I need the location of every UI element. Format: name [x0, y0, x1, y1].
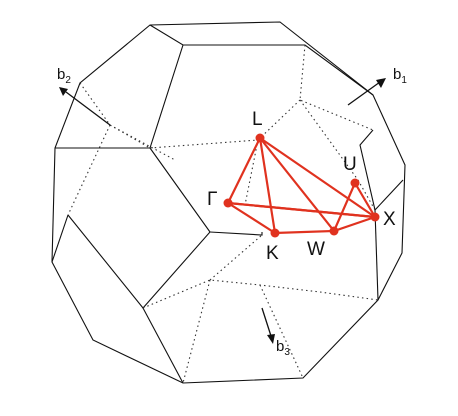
top-front-hexagon: [149, 24, 374, 96]
reciprocal-vectors: b1 b2 b3: [57, 66, 407, 358]
hidden-edges-top-right: [257, 44, 374, 141]
b2-arrow-shaft: [65, 91, 111, 126]
b3-label: b3: [276, 338, 290, 358]
dotted-edges: [67, 44, 379, 384]
label-K: K: [266, 243, 279, 264]
right-lower-edge: [374, 209, 379, 301]
point-labels: L U Γ X K W: [207, 109, 396, 264]
b1-arrow-shaft: [347, 81, 381, 106]
point-K: [270, 228, 280, 238]
path-gamma-x-edge: [226, 201, 377, 219]
hidden-edges-middle: [67, 124, 259, 216]
left-front-square: [67, 147, 211, 309]
label-Gamma: Γ: [207, 189, 217, 210]
right-front-hexagon: [209, 231, 263, 236]
top-front-hexagon-left: [55, 44, 184, 149]
right-front-hexagon-b: [359, 129, 404, 212]
b1-arrow-head: [376, 78, 386, 88]
point-U: [350, 178, 360, 188]
high-symmetry-points: [223, 133, 380, 238]
b2-label: b2: [57, 66, 71, 86]
point-W: [329, 226, 339, 236]
hidden-edges-lower: [142, 234, 379, 384]
hidden-edges-upper: [79, 82, 151, 149]
label-X: X: [383, 209, 396, 230]
b3-arrow-shaft: [261, 307, 272, 337]
point-L: [255, 133, 265, 143]
vector-b2: b2: [57, 66, 111, 126]
b3-arrow-head: [267, 334, 275, 344]
point-X: [370, 212, 380, 222]
point-Gamma: [223, 198, 233, 208]
label-W: W: [307, 239, 325, 260]
label-U: U: [343, 154, 357, 175]
vector-b3: b3: [261, 307, 290, 358]
b2-arrow-head: [59, 87, 68, 96]
left-lower-edge: [51, 214, 69, 263]
vector-b1: b1: [347, 66, 407, 106]
b1-label: b1: [393, 66, 407, 86]
bottom-front-hexagon: [142, 307, 184, 384]
label-L: L: [252, 109, 263, 130]
